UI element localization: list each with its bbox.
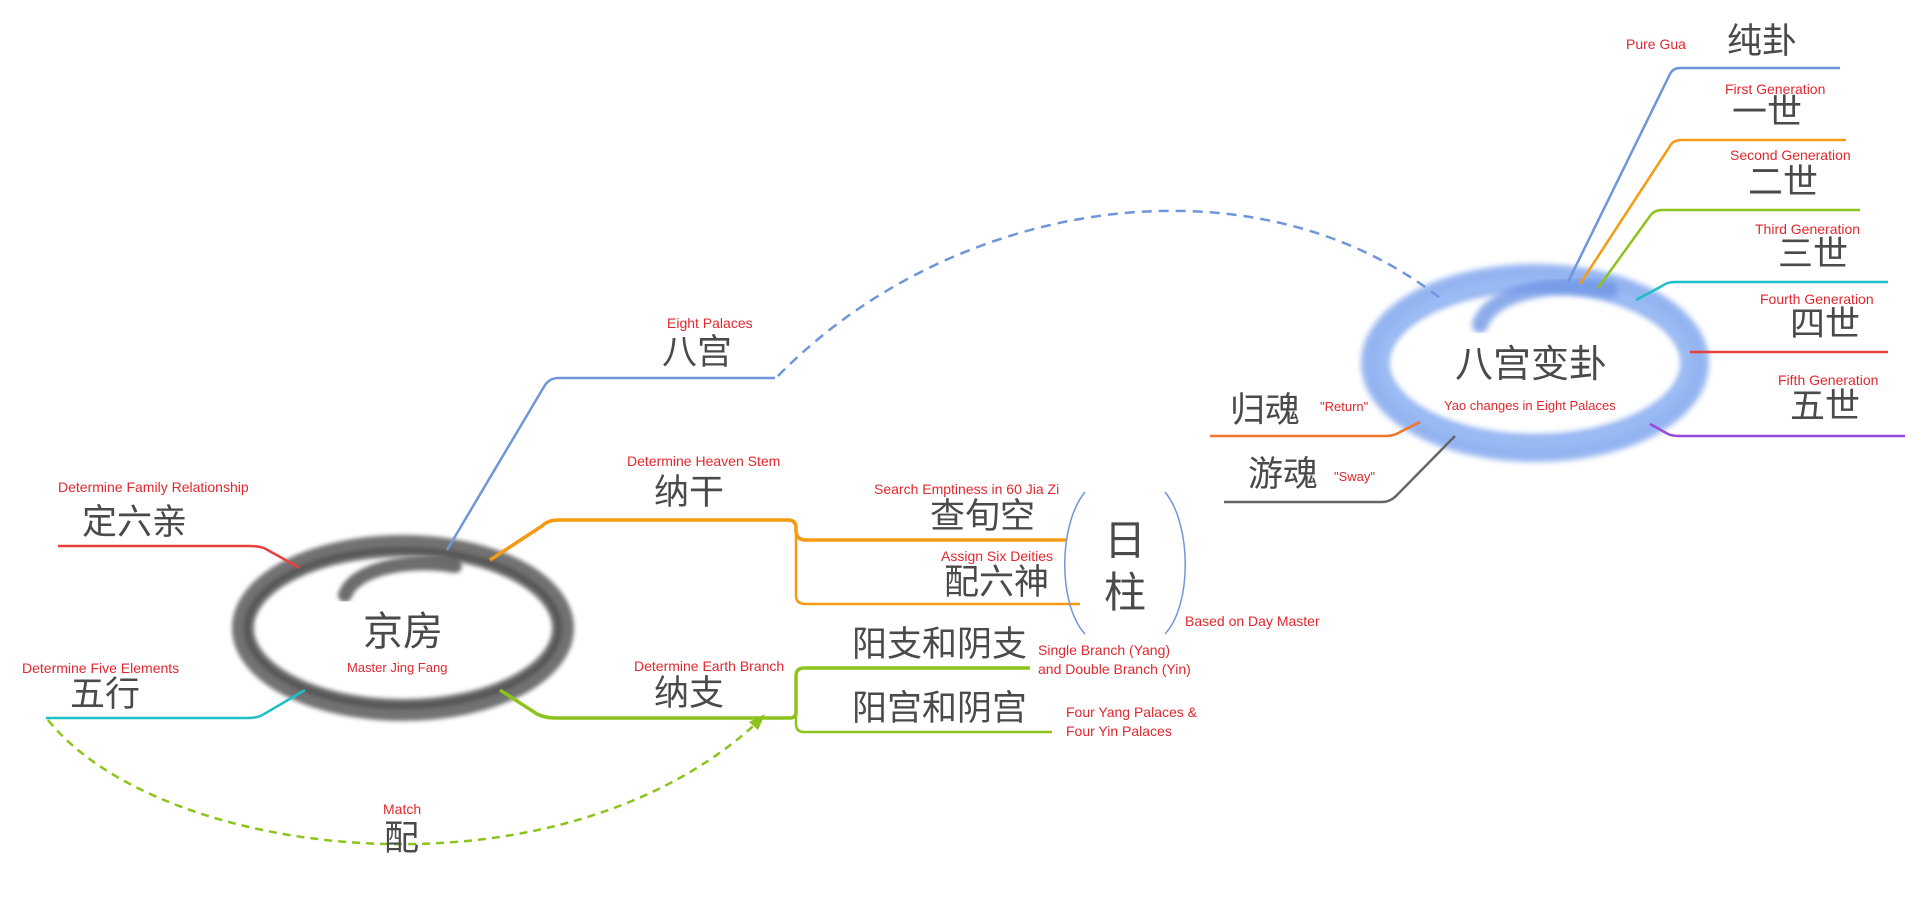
day-pillar-bracket-left <box>1064 491 1086 635</box>
line-gen-pure <box>1566 66 1840 283</box>
label-soul-return-zh[interactable]: 归魂 <box>1230 391 1301 431</box>
branch-line-heaven-stem <box>489 518 1066 562</box>
dashed-connector-match <box>47 717 763 846</box>
branch-line-five-elements <box>46 688 306 720</box>
label-yang-yin-palaces-zh[interactable]: 阳宫和阴宫 <box>852 689 1028 729</box>
label-gen-third-en: Third Generation <box>1755 221 1861 237</box>
label-earth-branch-zh[interactable]: 纳支 <box>654 674 725 714</box>
line-gen-second <box>1596 208 1860 289</box>
line-gen-first <box>1578 138 1846 285</box>
day-pillar-bracket-right <box>1164 491 1186 635</box>
center-right-title[interactable]: 八宫变卦 <box>1455 342 1608 386</box>
center-left-brush-circle[interactable] <box>232 535 574 721</box>
label-soul-return-en: "Return" <box>1320 399 1369 414</box>
label-family-en: Determine Family Relationship <box>58 479 249 495</box>
label-gen-fifth-en: Fifth Generation <box>1778 372 1879 388</box>
branch-line-earth-branch <box>499 666 1030 720</box>
branch-line-deities <box>794 530 1080 606</box>
label-gen-fifth-zh[interactable]: 五世 <box>1790 387 1861 427</box>
label-gen-first-en: First Generation <box>1725 81 1826 97</box>
label-single-double-branch-zh[interactable]: 阳支和阴支 <box>852 625 1028 665</box>
label-gen-second-zh[interactable]: 二世 <box>1748 163 1819 203</box>
label-heaven-stem-zh[interactable]: 纳干 <box>654 473 725 513</box>
center-right-subtitle: Yao changes in Eight Palaces <box>1444 398 1616 413</box>
label-yang-yin-palaces-en: Four Yang Palaces & Four Yin Palaces <box>1066 704 1198 739</box>
label-family-zh[interactable]: 定六亲 <box>82 503 188 543</box>
label-day-master-en: Based on Day Master <box>1185 613 1320 629</box>
label-six-deities-zh[interactable]: 配六神 <box>944 563 1050 603</box>
label-five-elements-en: Determine Five Elements <box>22 660 180 676</box>
line-gen-fifth <box>1649 422 1905 438</box>
label-single-double-branch-en: Single Branch (Yang) and Double Branch (… <box>1038 642 1191 677</box>
label-eight-palaces-en: Eight Palaces <box>667 315 753 331</box>
line-gen-third <box>1635 280 1888 302</box>
label-earth-branch-en: Determine Earth Branch <box>634 658 785 674</box>
arrowhead-match <box>749 714 765 730</box>
label-gen-fourth-zh[interactable]: 四世 <box>1790 305 1861 345</box>
center-left-title[interactable]: 京房 <box>363 609 443 655</box>
line-soul-sway <box>1224 435 1456 504</box>
line-soul-return <box>1210 420 1421 438</box>
center-left-subtitle: Master Jing Fang <box>347 660 448 675</box>
day-pillar-bottom[interactable]: 柱 <box>1104 568 1147 617</box>
label-gen-fourth-en: Fourth Generation <box>1760 291 1874 307</box>
label-soul-sway-zh[interactable]: 游魂 <box>1248 455 1319 495</box>
label-five-elements-zh[interactable]: 五行 <box>70 675 141 715</box>
day-pillar-top[interactable]: 日 <box>1104 516 1147 565</box>
label-soul-sway-en: "Sway" <box>1334 469 1376 484</box>
label-gen-third-zh[interactable]: 三世 <box>1778 235 1849 275</box>
label-gen-pure-zh[interactable]: 纯卦 <box>1727 22 1798 62</box>
branch-line-family <box>58 544 301 570</box>
label-match-zh[interactable]: 配 <box>384 819 420 859</box>
label-gen-second-en: Second Generation <box>1730 147 1851 163</box>
label-search-emptiness-en: Search Emptiness in 60 Jia Zi <box>874 481 1060 497</box>
label-eight-palaces-zh[interactable]: 八宫 <box>662 333 733 373</box>
label-match-en: Match <box>383 801 422 817</box>
label-gen-pure-en: Pure Gua <box>1626 36 1686 52</box>
label-gen-first-zh[interactable]: 一世 <box>1732 93 1803 133</box>
dashed-connector-eight-palaces <box>777 209 1441 377</box>
branch-line-yang-yin-palaces <box>794 712 1052 734</box>
branch-line-eight-palaces <box>445 376 775 551</box>
label-heaven-stem-en: Determine Heaven Stem <box>627 453 781 469</box>
label-six-deities-en: Assign Six Deities <box>941 548 1054 564</box>
label-search-emptiness-zh[interactable]: 查旬空 <box>930 497 1036 537</box>
center-right-brush-circle[interactable] <box>1361 264 1709 462</box>
